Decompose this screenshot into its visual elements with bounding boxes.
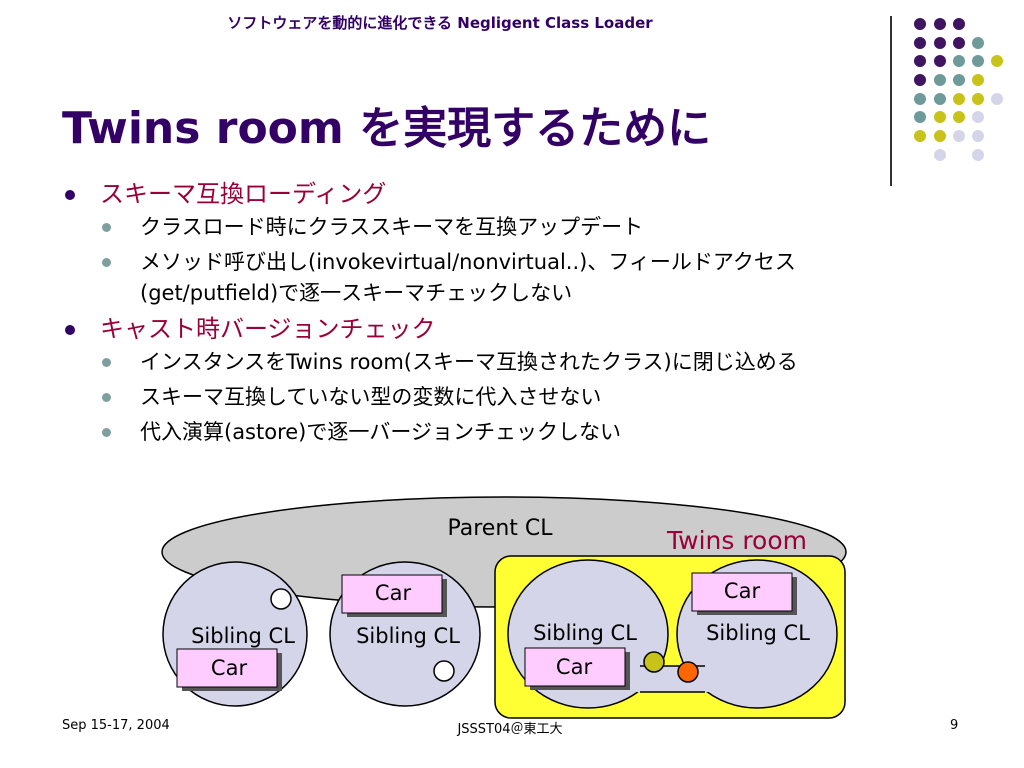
dot-row-8 <box>934 149 984 161</box>
bullet-schema-compat: スキーマ互換ローディング <box>64 178 964 210</box>
footer-date: Sep 15-17, 2004 <box>62 718 170 733</box>
car-box-4: Car <box>691 572 797 615</box>
sibling-cl-label-3: Sibling CL <box>533 621 637 645</box>
car-label-3: Car <box>556 655 593 679</box>
sibling-cl-label-2: Sibling CL <box>356 624 460 648</box>
sub-bullet: インスタンスをTwins room(スキーマ互換されたクラス)に閉じ込める <box>64 347 964 378</box>
car-box-2: Car <box>341 574 447 617</box>
slide-header: ソフトウェアを動的に進化できる Negligent Class Loader <box>227 14 653 32</box>
car-label-2: Car <box>375 581 412 605</box>
sibling-cl-label-4: Sibling CL <box>706 621 810 645</box>
header-divider-line <box>890 16 892 186</box>
car-box-3: Car <box>524 647 630 690</box>
parent-cl-label: Parent CL <box>447 516 553 541</box>
car-box-1: Car <box>176 648 282 691</box>
dot-row-5 <box>914 93 1003 105</box>
instance-circle-orange <box>677 661 699 683</box>
sub-bullet: クラスロード時にクラススキーマを互換アップデート <box>64 212 964 243</box>
dot-row-2 <box>914 37 984 49</box>
decorative-dot-grid <box>914 18 1003 161</box>
twins-bridge <box>632 666 712 692</box>
dot-row-3 <box>914 55 1003 67</box>
instance-circle-1 <box>270 588 292 610</box>
dot-row-1 <box>914 18 965 30</box>
dot-row-4 <box>914 74 984 86</box>
slide-title: Twins room を実現するために <box>62 103 712 154</box>
footer-center: JSSST04＠東工大 <box>457 722 563 737</box>
twins-room-label: Twins room <box>666 526 807 555</box>
sibling-cl-circle-1 <box>162 561 308 707</box>
bullet-list: スキーマ互換ローディング クラスロード時にクラススキーマを互換アップデート メソ… <box>64 178 964 452</box>
sub-bullet: メソッド呼び出し(invokevirtual/nonvirtual..)、フィー… <box>64 247 910 309</box>
sibling-cl-circle-3 <box>507 559 669 709</box>
sibling-cl-label-1: Sibling CL <box>191 624 295 648</box>
footer-page-number: 9 <box>950 718 959 733</box>
parent-cl-ellipse <box>161 496 847 608</box>
car-label-4: Car <box>724 579 761 603</box>
dot-row-7 <box>914 130 984 142</box>
bullet-cast-version-check: キャスト時バージョンチェック <box>64 313 964 345</box>
instance-circle-olive <box>643 651 665 673</box>
sibling-cl-circle-2 <box>329 561 481 707</box>
twins-room-box <box>494 555 846 719</box>
car-label-1: Car <box>211 656 248 680</box>
sub-bullet: 代入演算(astore)で逐一バージョンチェックしない <box>64 417 964 448</box>
sibling-cl-circle-4 <box>676 559 838 709</box>
dot-row-6 <box>914 111 984 123</box>
sub-bullet: スキーマ互換していない型の変数に代入させない <box>64 382 964 413</box>
instance-circle-2 <box>433 660 455 682</box>
